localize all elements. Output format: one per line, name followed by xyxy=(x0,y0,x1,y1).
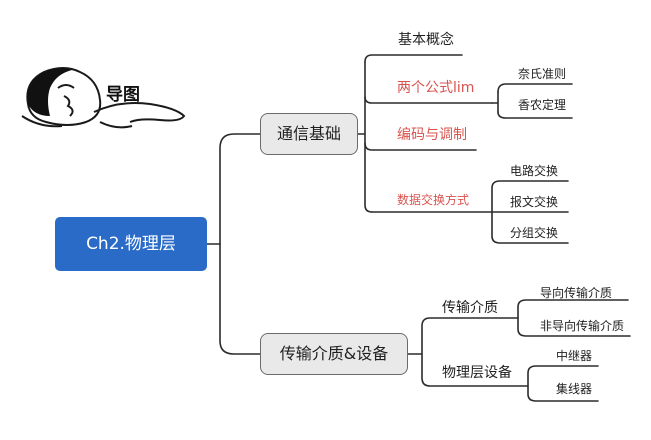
leaf-node-nyquist[interactable]: 奈氏准则 xyxy=(518,67,567,81)
leaf-node-shannon[interactable]: 香农定理 xyxy=(518,98,567,112)
leaf-node-repeater[interactable]: 中继器 xyxy=(556,349,593,363)
logo-text: 导图 xyxy=(106,85,140,105)
leaf-node-guided-media[interactable]: 导向传输介质 xyxy=(540,286,613,300)
sub-node-basic-concepts[interactable]: 基本概念 xyxy=(398,32,454,48)
leaf-node-circuit-switching[interactable]: 电路交换 xyxy=(510,164,559,178)
underline-leaf-2 xyxy=(497,111,573,119)
branch-node-communication-basics[interactable]: 通信基础 xyxy=(260,113,358,155)
connector-sub2-leaves xyxy=(491,91,499,113)
underline-sub-1 xyxy=(364,54,463,63)
connector-root-branch2 xyxy=(219,243,261,355)
underline-sub-3 xyxy=(364,142,477,151)
root-node[interactable]: Ch2.物理层 xyxy=(55,217,207,271)
underline-leaf-1 xyxy=(497,83,573,93)
connector-device-leaves xyxy=(527,365,599,402)
connector-root-branch1 xyxy=(206,133,261,245)
leaf-node-message-switching[interactable]: 报文交换 xyxy=(510,195,559,209)
connector-branch2-subs xyxy=(407,317,529,387)
sleeping-character-icon xyxy=(21,67,186,129)
connector-media-leaves xyxy=(517,299,631,337)
sub-node-two-formulas[interactable]: 两个公式lim xyxy=(397,80,475,96)
sub-node-physical-devices[interactable]: 物理层设备 xyxy=(442,365,512,381)
leaf-node-unguided-media[interactable]: 非导向传输介质 xyxy=(540,319,625,333)
sub-node-coding-modulation[interactable]: 编码与调制 xyxy=(397,127,467,143)
sub-node-data-switching[interactable]: 数据交换方式 xyxy=(397,193,470,207)
leaf-node-packet-switching[interactable]: 分组交换 xyxy=(510,226,559,240)
branch-node-media-devices[interactable]: 传输介质&设备 xyxy=(260,333,408,375)
underline-sub-2 xyxy=(364,96,493,104)
leaf-node-hub[interactable]: 集线器 xyxy=(556,382,593,396)
sub-node-transmission-media[interactable]: 传输介质 xyxy=(442,300,498,316)
connector-sub4-leaves xyxy=(491,180,569,244)
connector-branch1-subs xyxy=(356,61,373,213)
